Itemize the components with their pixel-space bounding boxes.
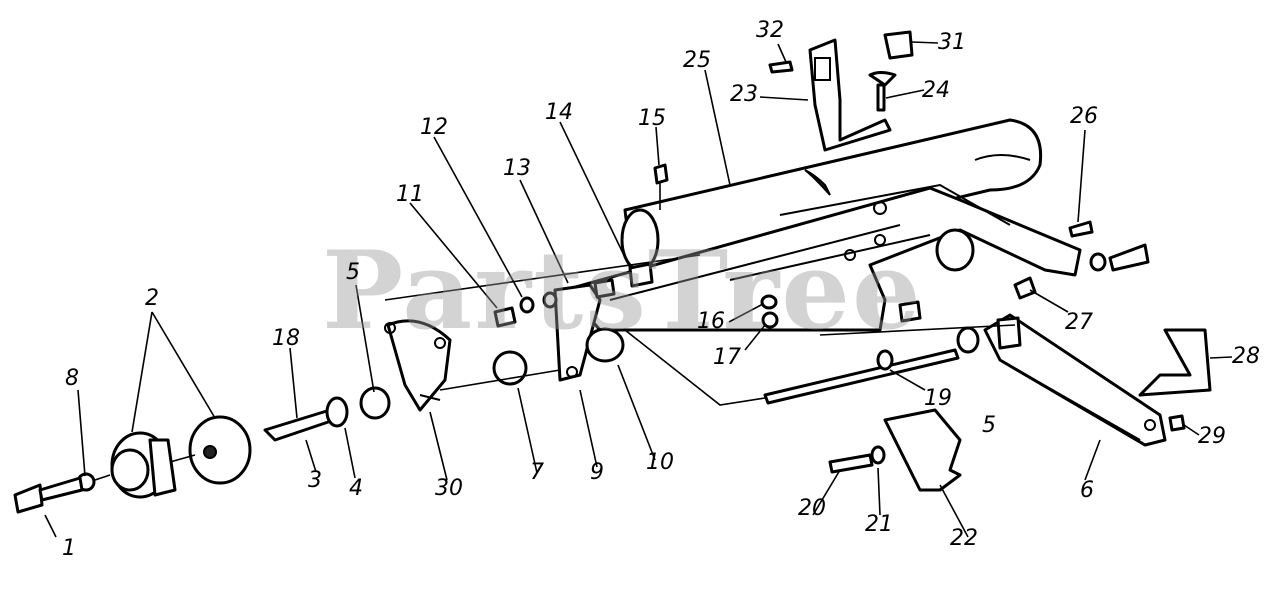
callout-14: 14 xyxy=(545,100,573,125)
callout-20: 20 xyxy=(798,496,826,521)
callout-10: 10 xyxy=(646,450,674,475)
callout-19: 19 xyxy=(924,386,952,411)
pivot-bracket xyxy=(553,283,625,382)
bolts-right xyxy=(1013,220,1150,300)
callout-2: 2 xyxy=(145,286,159,311)
callout-32: 32 xyxy=(756,18,784,43)
lift-arm-assembly xyxy=(563,183,1082,332)
small-nuts xyxy=(493,163,1186,432)
callout-5-right: 5 xyxy=(982,413,996,438)
callout-16: 16 xyxy=(697,309,725,334)
knob-assembly xyxy=(110,415,252,499)
bracket-22 xyxy=(828,408,962,492)
callout-15: 15 xyxy=(638,106,666,131)
bolt-1 xyxy=(13,476,84,514)
partstree-watermark: PartsTree xyxy=(322,228,923,354)
threaded-rod xyxy=(763,326,980,405)
callout-21: 21 xyxy=(865,512,893,537)
bracket-28 xyxy=(1138,328,1212,397)
callout-23: 23 xyxy=(730,82,758,107)
callout-5-left: 5 xyxy=(346,260,360,285)
callout-24: 24 xyxy=(922,78,950,103)
triangle-plate xyxy=(384,319,452,412)
callout-12: 12 xyxy=(420,115,448,140)
callout-26: 26 xyxy=(1070,104,1098,129)
shaft-parts xyxy=(76,350,528,492)
callout-18: 18 xyxy=(272,326,300,351)
callout-28: 28 xyxy=(1232,344,1260,369)
bracket-23 xyxy=(768,30,914,152)
assembly-lines xyxy=(94,183,1016,481)
callout-3: 3 xyxy=(308,468,322,493)
callout-22: 22 xyxy=(950,526,978,551)
lever-bar xyxy=(983,313,1167,447)
callout-9: 9 xyxy=(590,460,604,485)
callout-13: 13 xyxy=(503,156,531,181)
callout-30: 30 xyxy=(435,476,463,501)
callout-25: 25 xyxy=(683,48,711,73)
callout-31: 31 xyxy=(938,30,966,55)
callout-17: 17 xyxy=(713,345,741,370)
callout-29: 29 xyxy=(1198,424,1226,449)
callout-8: 8 xyxy=(65,366,79,391)
axle-tube xyxy=(620,118,1043,272)
callout-11: 11 xyxy=(396,182,424,207)
callout-6: 6 xyxy=(1080,478,1094,503)
leader-lines xyxy=(44,41,1233,538)
callout-27: 27 xyxy=(1065,310,1093,335)
callout-4: 4 xyxy=(349,476,363,501)
callout-1: 1 xyxy=(62,536,76,561)
callout-7: 7 xyxy=(530,460,544,485)
